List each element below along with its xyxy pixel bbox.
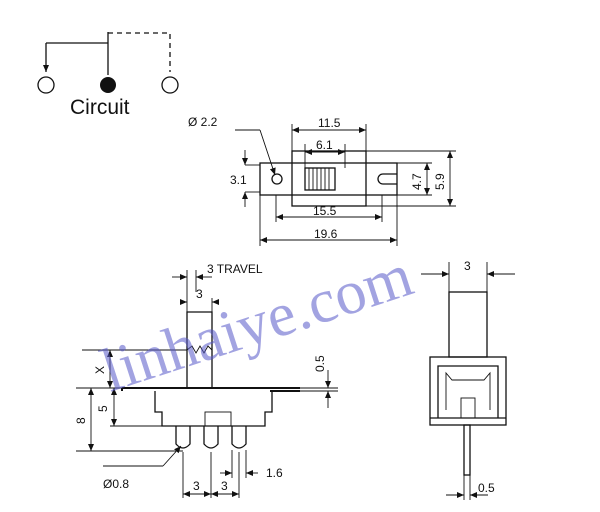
side-pin: [463, 424, 471, 476]
dim-body-height: 5: [96, 405, 110, 412]
pin-center: [203, 426, 219, 449]
side-lever: [448, 291, 488, 358]
dim-4-7: 4.7: [410, 173, 424, 190]
slider-grip: [308, 168, 330, 190]
dim-plate-thick: 0.5: [313, 355, 327, 372]
dim-total-height: 8: [74, 417, 88, 424]
circuit-terminal-common: [100, 77, 116, 93]
pin-right: [231, 426, 247, 449]
dim-6-1: 6.1: [316, 138, 333, 152]
dim-side-pin-thick: 0.5: [478, 481, 495, 495]
circuit-symbol: Circuit: [37, 32, 179, 119]
switch-body: [154, 391, 273, 427]
circuit-terminal-left: [37, 76, 55, 94]
mounting-hole: [271, 173, 283, 185]
side-body: [429, 356, 507, 426]
mounting-slot: [377, 173, 397, 185]
dim-11-5: 11.5: [318, 116, 341, 130]
top-view: 11.5 6.1 Ø 2.2 3.1 4.7 5.9 15.5: [188, 115, 456, 246]
dim-side-lever-width: 3: [464, 259, 471, 273]
dim-pitch-a: 3: [193, 479, 200, 493]
dim-pin-width: 1.6: [266, 466, 283, 480]
dim-hole-dia: Ø 2.2: [188, 115, 218, 129]
dim-5-9: 5.9: [433, 173, 447, 190]
dim-pitch-b: 3: [221, 479, 228, 493]
dim-travel: 3 TRAVEL: [207, 262, 263, 276]
front-view: 3 TRAVEL 3 X 0.5 5 8 Ø0.8 3: [74, 262, 338, 498]
dim-lever-width: 3: [196, 287, 203, 301]
dim-x: X: [93, 366, 107, 374]
dim-3-1: 3.1: [230, 173, 247, 187]
pin-left: [175, 426, 191, 449]
side-view: 3 0.5: [421, 259, 515, 500]
dim-15-5: 15.5: [313, 204, 337, 218]
dim-pin-dia: Ø0.8: [103, 477, 129, 491]
circuit-terminal-right: [161, 76, 179, 94]
dim-19-6: 19.6: [314, 227, 338, 241]
circuit-label: Circuit: [70, 96, 130, 119]
